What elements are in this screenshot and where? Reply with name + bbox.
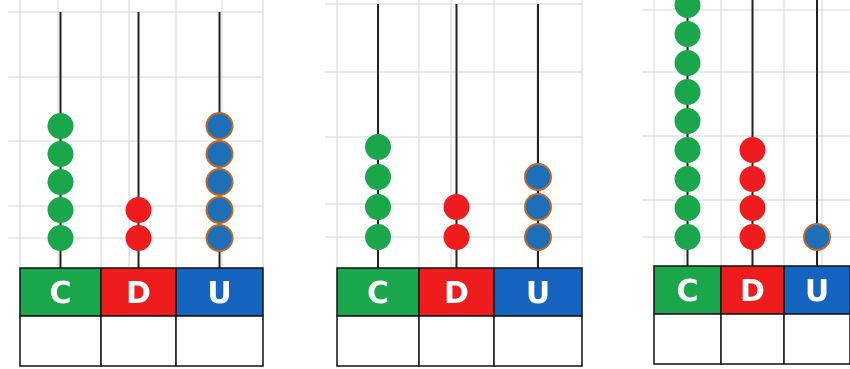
column-letter-u: U — [207, 276, 231, 311]
bead-d — [740, 195, 766, 221]
bead-d — [444, 194, 470, 220]
bead-u — [525, 194, 551, 220]
bead-c — [675, 224, 701, 250]
bead-u — [525, 164, 551, 190]
bead-c — [675, 21, 701, 47]
bead-c — [48, 169, 74, 195]
bead-c — [675, 195, 701, 221]
bead-d — [444, 224, 470, 250]
bead-u — [207, 197, 233, 223]
bead-c — [675, 79, 701, 105]
bead-d — [740, 137, 766, 163]
answer-box-c — [337, 316, 419, 366]
bead-c — [48, 141, 74, 167]
bead-u — [207, 141, 233, 167]
bead-u — [525, 224, 551, 250]
column-letter-u: U — [526, 276, 550, 311]
bead-d — [740, 166, 766, 192]
bead-c — [48, 113, 74, 139]
bead-c — [675, 166, 701, 192]
answer-box-u — [494, 316, 582, 366]
answer-box-c — [20, 316, 101, 366]
bead-d — [740, 224, 766, 250]
answer-box-d — [721, 314, 784, 364]
bead-u — [804, 224, 830, 250]
bead-c — [675, 108, 701, 134]
answer-box-u — [176, 316, 263, 366]
bead-d — [126, 225, 152, 251]
bead-d — [126, 197, 152, 223]
bead-c — [365, 224, 391, 250]
bead-c — [48, 225, 74, 251]
column-letter-c: C — [49, 276, 71, 311]
answer-box-u — [784, 314, 850, 364]
column-letter-u: U — [805, 274, 829, 309]
answer-box-c — [654, 314, 721, 364]
answer-box-d — [101, 316, 176, 366]
column-letter-d: D — [444, 276, 469, 311]
column-letter-c: C — [676, 274, 698, 309]
bead-c — [365, 194, 391, 220]
column-letter-c: C — [367, 276, 389, 311]
bead-u — [207, 113, 233, 139]
bead-u — [207, 225, 233, 251]
column-letter-d: D — [740, 274, 765, 309]
bead-c — [675, 0, 701, 18]
bead-u — [207, 169, 233, 195]
bead-c — [365, 134, 391, 160]
column-letter-d: D — [126, 276, 151, 311]
answer-box-d — [419, 316, 494, 366]
bead-c — [675, 137, 701, 163]
bead-c — [675, 50, 701, 76]
bead-c — [365, 164, 391, 190]
bead-c — [48, 197, 74, 223]
